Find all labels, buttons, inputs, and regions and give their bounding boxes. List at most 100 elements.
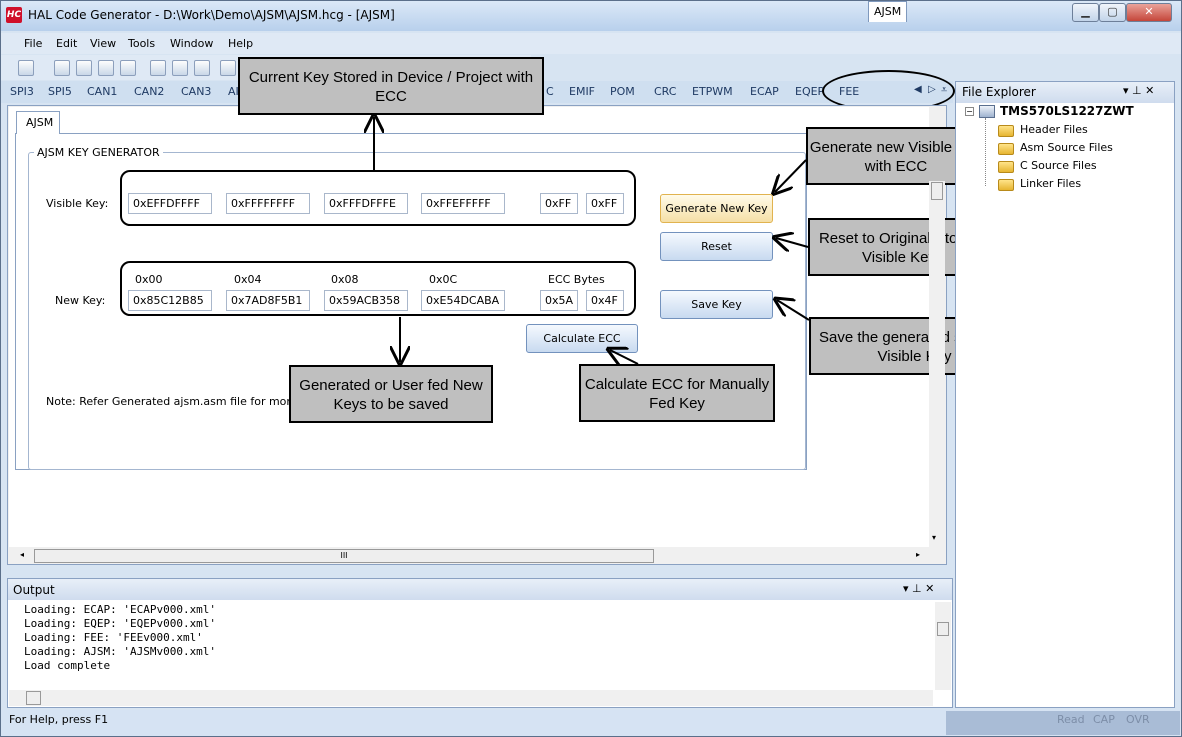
new-icon[interactable] xyxy=(18,60,34,76)
menu-file[interactable]: File xyxy=(24,37,43,50)
paste-icon[interactable] xyxy=(194,60,210,76)
document-vertical-scroll-thumb[interactable] xyxy=(931,182,943,200)
tab-crc[interactable]: CRC xyxy=(654,85,677,98)
document-horizontal-scroll-thumb[interactable]: III xyxy=(34,549,654,563)
visible-key-field-1[interactable]: 0xFFFFFFFF xyxy=(226,193,310,214)
new-key-field-1[interactable]: 0x7AD8F5B1 xyxy=(226,290,310,311)
tree-item-c-source-files[interactable]: C Source Files xyxy=(1020,159,1097,172)
output-vertical-scrollbar[interactable] xyxy=(935,602,951,690)
status-cap: CAP xyxy=(1093,713,1115,726)
output-pane-controls[interactable]: ▾ ⊥ ✕ xyxy=(903,582,935,595)
visible-key-field-3[interactable]: 0xFFEFFFFF xyxy=(421,193,505,214)
callout-generate-new-text: Generate new Visible Key with ECC xyxy=(809,139,983,175)
menu-edit[interactable]: Edit xyxy=(56,37,78,50)
offset-header-0x08: 0x08 xyxy=(331,273,359,286)
ajsm-document-tab[interactable]: AJSM xyxy=(16,111,60,134)
new-key-field-2[interactable]: 0x59ACB358 xyxy=(324,290,408,311)
scroll-down-icon[interactable]: ▾ xyxy=(932,533,937,542)
new-key-label: New Key: xyxy=(55,294,106,307)
menu-bar xyxy=(1,33,1181,54)
callout-generated-keys: Generated or User fed New Keys to be sav… xyxy=(289,365,493,423)
tab-ajsm[interactable]: AJSM xyxy=(868,1,908,22)
scroll-left-icon[interactable]: ◂ xyxy=(20,550,25,559)
menu-help[interactable]: Help xyxy=(228,37,254,50)
minimize-button[interactable]: ▁ xyxy=(1072,3,1099,22)
ecc-bytes-header: ECC Bytes xyxy=(548,273,605,286)
menu-view[interactable]: View xyxy=(90,37,117,50)
tab-etpwm[interactable]: ETPWM xyxy=(692,85,733,98)
tab-pom[interactable]: POM xyxy=(610,85,635,98)
tree-collapse-icon[interactable]: − xyxy=(965,107,974,116)
output-line: Loading: ECAP: 'ECAPv000.xml' xyxy=(24,603,217,616)
group-title: AJSM KEY GENERATOR xyxy=(34,146,163,159)
visible-key-field-2[interactable]: 0xFFFDFFFE xyxy=(324,193,408,214)
save-key-button[interactable]: Save Key xyxy=(660,290,773,319)
status-indicators-panel xyxy=(946,711,1180,735)
file-explorer-pane-controls[interactable]: ▾ ⊥ ✕ xyxy=(1123,84,1155,97)
output-horizontal-scrollbar[interactable] xyxy=(9,690,933,706)
output-line: Loading: FEE: 'FEEv000.xml' xyxy=(24,631,203,644)
title-bar xyxy=(1,1,1181,31)
undo-icon[interactable] xyxy=(220,60,236,76)
folder-icon xyxy=(998,161,1014,173)
tree-item-linker-files[interactable]: Linker Files xyxy=(1020,177,1082,190)
offset-header-0x04: 0x04 xyxy=(234,273,262,286)
output-line: Loading: AJSM: 'AJSMv000.xml' xyxy=(24,645,217,658)
cut-icon[interactable] xyxy=(150,60,166,76)
tree-item-header-files[interactable]: Header Files xyxy=(1020,123,1088,136)
output-line: Load complete xyxy=(24,659,111,672)
tab-can2[interactable]: CAN2 xyxy=(134,85,165,98)
file-explorer-title: File Explorer xyxy=(962,85,1036,99)
output-horizontal-scroll-thumb[interactable] xyxy=(26,691,41,705)
tab-c[interactable]: C xyxy=(546,85,554,98)
new-key-field-0[interactable]: 0x85C12B85 xyxy=(128,290,212,311)
visible-key-field-0[interactable]: 0xEFFDFFFF xyxy=(128,193,212,214)
close-button[interactable]: ✕ xyxy=(1126,3,1172,22)
save-icon[interactable] xyxy=(98,60,114,76)
tab-spi3[interactable]: SPI3 xyxy=(10,85,34,98)
output-vertical-scroll-thumb[interactable] xyxy=(937,622,949,636)
open-project-icon[interactable] xyxy=(54,60,70,76)
visible-key-outline xyxy=(120,170,636,226)
visible-key-ecc-0[interactable]: 0xFF xyxy=(540,193,578,214)
ajsm-key-generator-group xyxy=(28,152,806,470)
file-explorer-header xyxy=(956,82,1174,103)
document-vertical-scrollbar[interactable] xyxy=(929,181,945,547)
save-all-icon[interactable] xyxy=(120,60,136,76)
tab-eqep[interactable]: EQEP xyxy=(795,85,825,98)
tree-connector xyxy=(985,118,986,186)
visible-key-ecc-1[interactable]: 0xFF xyxy=(586,193,624,214)
tree-item-asm-source-files[interactable]: Asm Source Files xyxy=(1020,141,1113,154)
output-header xyxy=(8,579,952,600)
help-note: Note: Refer Generated ajsm.asm file for … xyxy=(46,395,325,408)
maximize-button[interactable]: ▢ xyxy=(1099,3,1126,22)
tab-emif[interactable]: EMIF xyxy=(569,85,596,98)
file-explorer-pane xyxy=(955,81,1175,708)
new-key-field-3[interactable]: 0xE54DCABA xyxy=(421,290,505,311)
tab-can1[interactable]: CAN1 xyxy=(87,85,118,98)
tab-ai[interactable]: AI xyxy=(228,85,239,98)
tree-root-device[interactable]: TMS570LS1227ZWT xyxy=(1000,104,1134,118)
folder-icon xyxy=(998,125,1014,137)
tab-can3[interactable]: CAN3 xyxy=(181,85,212,98)
app-icon: HC xyxy=(6,7,22,23)
new-key-ecc-1[interactable]: 0x4F xyxy=(586,290,624,311)
folder-icon xyxy=(998,143,1014,155)
new-key-ecc-0[interactable]: 0x5A xyxy=(540,290,578,311)
device-icon xyxy=(979,105,995,118)
callout-calc-ecc: Calculate ECC for Manually Fed Key xyxy=(579,364,775,422)
generate-new-key-button[interactable]: Generate New Key xyxy=(660,194,773,223)
tab-spi5[interactable]: SPI5 xyxy=(48,85,72,98)
menu-tools[interactable]: Tools xyxy=(128,37,156,50)
callout-calc-ecc-text: Calculate ECC for Manually Fed Key xyxy=(584,376,770,412)
reset-button[interactable]: Reset xyxy=(660,232,773,261)
copy-icon[interactable] xyxy=(172,60,188,76)
scroll-right-icon[interactable]: ▸ xyxy=(916,550,921,559)
status-read: Read xyxy=(1057,713,1085,726)
folder-icon xyxy=(998,179,1014,191)
tab-ecap[interactable]: ECAP xyxy=(750,85,779,98)
folder-icon[interactable] xyxy=(76,60,92,76)
status-help-text: For Help, press F1 xyxy=(9,713,109,726)
menu-window[interactable]: Window xyxy=(170,37,214,50)
